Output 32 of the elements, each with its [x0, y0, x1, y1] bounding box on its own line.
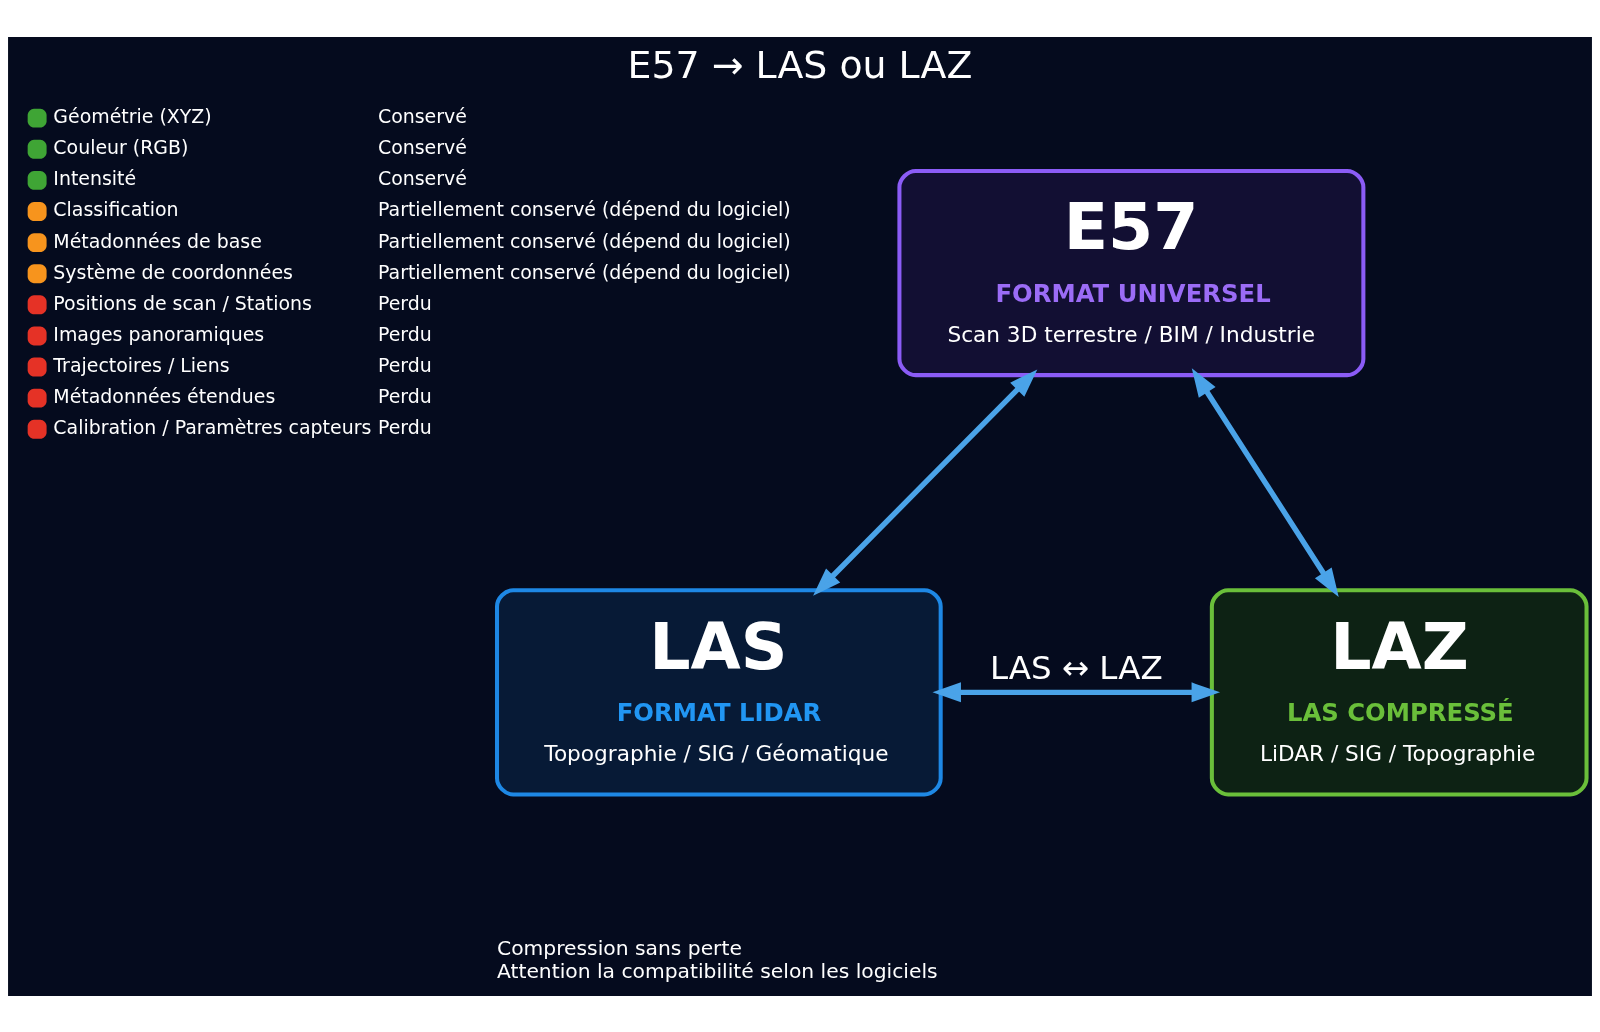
legend-label: Système de coordonnées — [53, 260, 293, 283]
legend-label: Métadonnées étendues — [53, 384, 276, 407]
legend-label: Classification — [53, 197, 179, 220]
label: Conservé — [377, 135, 467, 158]
legend-label: Métadonnées de base — [53, 229, 262, 252]
arrow — [1191, 367, 1339, 597]
label: Perdu — [377, 384, 432, 407]
label: Perdu — [377, 291, 432, 314]
label: Partiellement conservé (dépend du logiciel) — [377, 260, 791, 283]
legend-label: Géométrie (XYZ) — [53, 104, 212, 127]
legend-label: Positions de scan / Stations — [53, 291, 312, 314]
legend-label: Calibration / Paramètres capteurs — [53, 415, 372, 438]
label: Partiellement conservé (dépend du logiciel) — [377, 229, 791, 252]
arrow — [813, 368, 1038, 596]
diagram-title: E57 → LAS ou LAZ — [627, 42, 973, 87]
label: Partiellement conservé (dépend du logiciel) — [377, 197, 791, 220]
edge-label: LAS ↔ LAZ — [989, 648, 1163, 687]
label: Attention la compatibilité selon les logiciels — [497, 958, 938, 983]
legend-label: Images panoramiques — [53, 322, 265, 345]
label: Perdu — [377, 322, 432, 345]
label: Perdu — [377, 353, 432, 376]
legend-label: Intensité — [53, 166, 137, 189]
arrow — [932, 681, 1221, 702]
label: Conservé — [377, 166, 467, 189]
node-box: E57 FORMAT UNIVERSEL Scan 3D terrestre / BIM / Industrie — [897, 168, 1366, 377]
node-box: LAS FORMAT LIDAR Topographie / SIG / Géomatique — [495, 587, 943, 796]
label: Compression sans perte — [497, 935, 742, 960]
legend-label: Couleur (RGB) — [53, 135, 189, 158]
node-box: LAZ LAS COMPRESSÉ LiDAR / SIG / Topographie — [1209, 587, 1589, 796]
label: Conservé — [377, 104, 467, 127]
legend-label: Trajectoires / Liens — [53, 353, 230, 376]
label: Perdu — [377, 415, 432, 438]
